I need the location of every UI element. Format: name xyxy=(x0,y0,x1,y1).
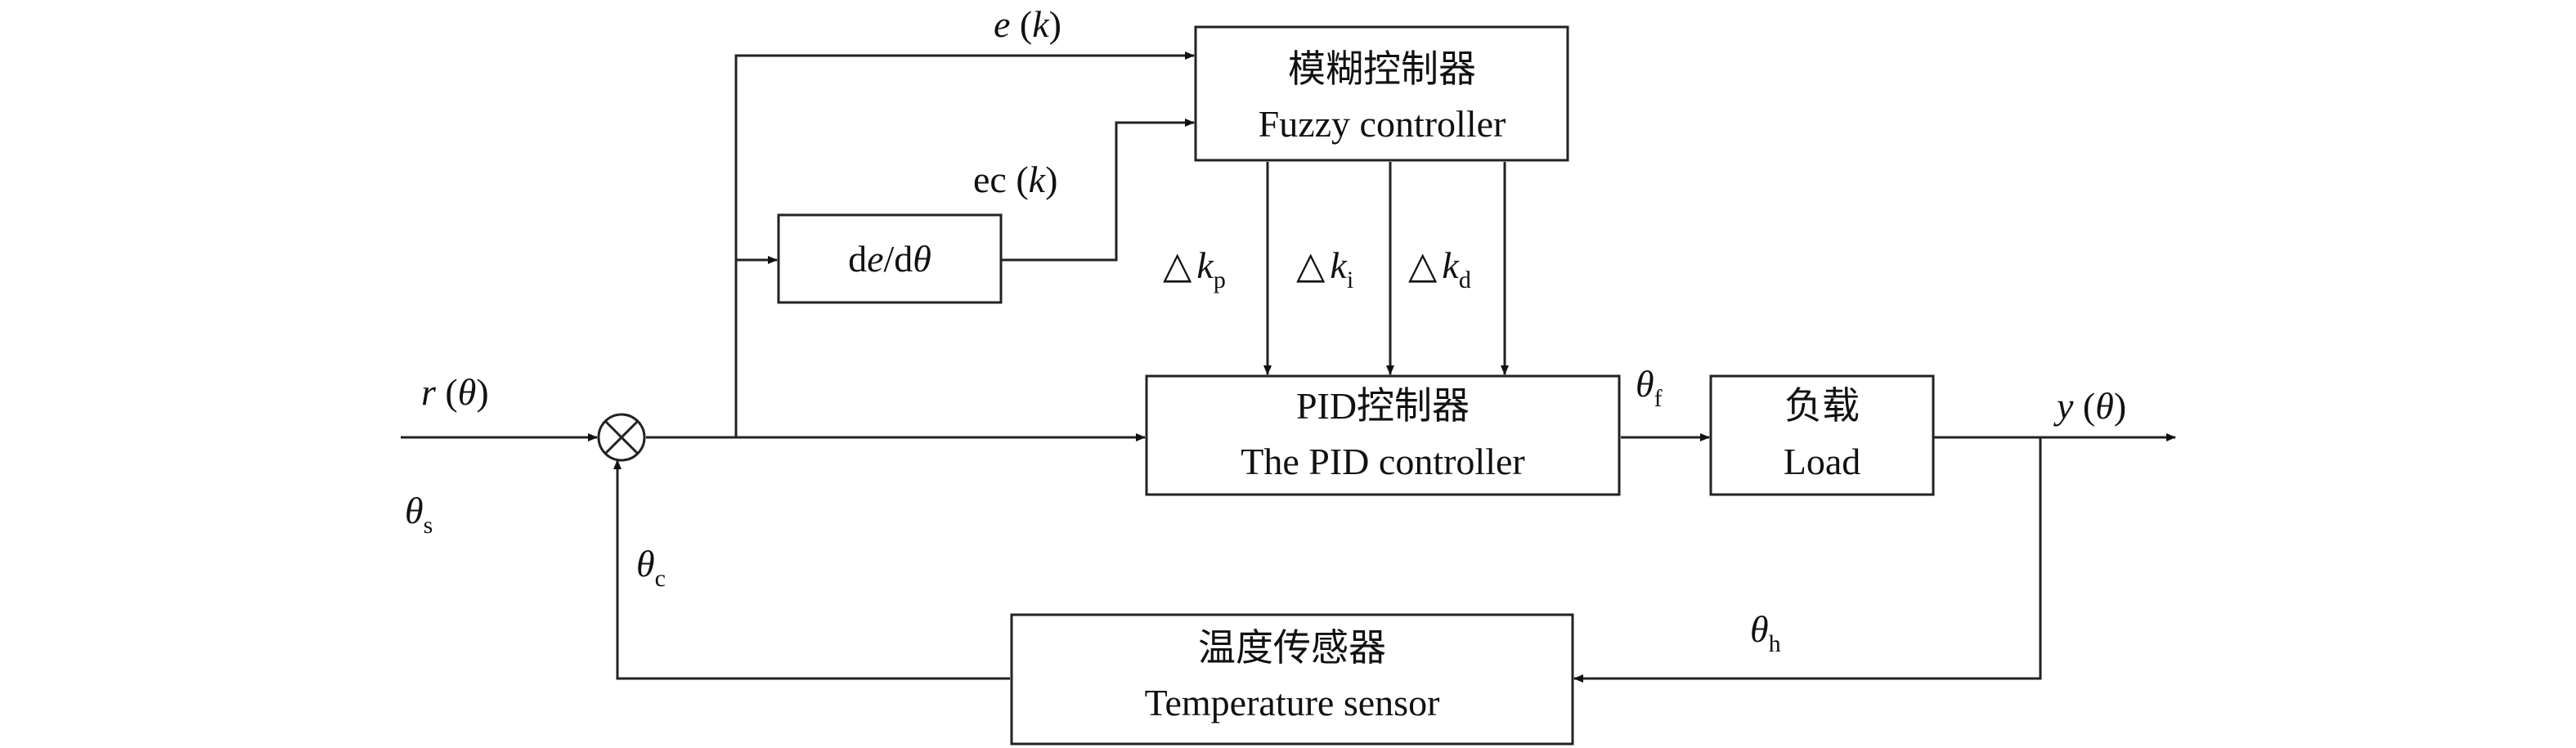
error-to-fuzzy-line xyxy=(734,52,1195,437)
signal-theta-c-label: θc xyxy=(636,543,666,592)
pid-controller-label-en: The PID controller xyxy=(1241,441,1524,482)
temperature-sensor-block: 温度传感器 Temperature sensor xyxy=(1010,613,1574,746)
fuzzy-controller-label-en: Fuzzy controller xyxy=(1259,103,1506,145)
signal-r-theta-label: r (θ) xyxy=(421,371,489,413)
output-to-sensor-line xyxy=(1573,437,2042,683)
derivative-block: de/dθ xyxy=(777,213,1003,304)
signal-e-k-label: e (k) xyxy=(994,3,1061,45)
temperature-sensor-label-cn: 温度传感器 xyxy=(1198,627,1386,669)
temperature-sensor-label-en: Temperature sensor xyxy=(1145,682,1440,723)
fuzzy-controller-block: 模糊控制器 Fuzzy controller xyxy=(1194,25,1569,162)
load-block: 负载 Load xyxy=(1709,374,1935,496)
pid-controller-block: PID控制器 The PID controller xyxy=(1145,374,1621,496)
load-label-cn: 负载 xyxy=(1784,385,1860,427)
signal-theta-f-label: θf xyxy=(1636,363,1663,412)
signal-theta-s-label: θs xyxy=(405,490,433,539)
derivative-to-fuzzy-line xyxy=(1002,119,1195,262)
load-label-en: Load xyxy=(1784,441,1861,482)
delta-kp-label: △kp xyxy=(1163,244,1226,293)
fuzzy-controller-label-cn: 模糊控制器 xyxy=(1288,48,1476,90)
signal-y-theta-label: y (θ) xyxy=(2053,385,2126,427)
signal-theta-h-label: θh xyxy=(1750,608,1781,657)
pid-controller-label-cn: PID控制器 xyxy=(1296,385,1470,427)
summing-junction xyxy=(597,413,646,462)
derivative-label: de/dθ xyxy=(848,238,931,280)
delta-kd-label: △kd xyxy=(1408,244,1471,293)
delta-ki-label: △ki xyxy=(1296,244,1353,293)
sensor-to-junction-line xyxy=(613,459,1010,680)
signal-ec-k-label: ec (k) xyxy=(973,159,1057,200)
